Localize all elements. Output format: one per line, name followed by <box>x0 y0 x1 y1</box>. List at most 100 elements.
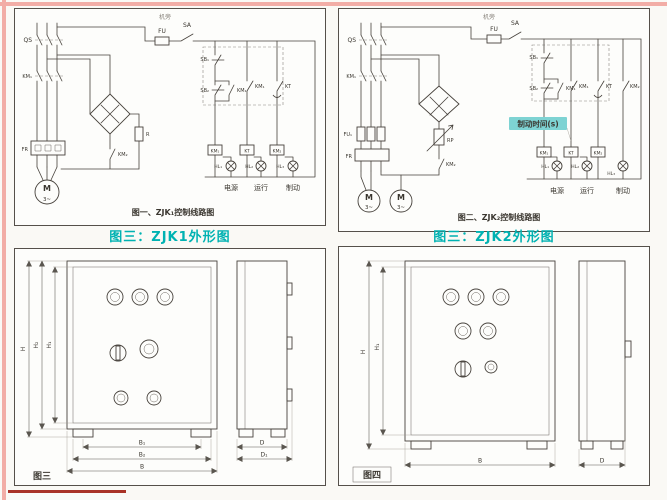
braking-time-highlight <box>509 117 572 142</box>
bridge-rectifier <box>370 54 460 176</box>
label-fr: FR <box>22 147 29 153</box>
braking-time-text: 制动时间(s) <box>517 119 558 129</box>
circuit1-caption: 图一、ZJK₁控制线路图 <box>132 207 214 217</box>
three-phase-supply <box>354 22 402 191</box>
page-top-pink-edge <box>0 2 667 6</box>
motor-symbols <box>357 189 413 213</box>
label-kt-contact: KT <box>285 84 292 90</box>
label-kt-contact: KT <box>606 84 613 90</box>
control-bus <box>380 26 642 180</box>
control-branch-kt <box>563 38 579 180</box>
motor-letter: M <box>43 184 51 193</box>
label-qs: QS <box>23 37 32 44</box>
lamp-word-run: 运行 <box>580 186 594 195</box>
label-r: R <box>146 132 150 138</box>
label-km2-main: KM₂ <box>118 152 128 158</box>
label-km1-aux-2: KM₁ <box>255 84 265 90</box>
lamp-word-run: 运行 <box>254 183 268 192</box>
depth-dimensions <box>236 401 293 462</box>
page-left-pink-edge <box>2 0 6 500</box>
caption-zjk2-outline: 图三：ZJK2外形图 <box>433 230 555 245</box>
height-dimensions <box>366 260 411 450</box>
height-dimensions <box>26 260 73 438</box>
caption-zjk1-outline: 图三：ZJK1外形图 <box>109 230 231 245</box>
dim-b1: B₁ <box>139 440 146 447</box>
cabinet-side-view <box>236 260 293 438</box>
coil-km1: KM₁ <box>540 151 549 157</box>
motor2-phase: 3~ <box>397 205 405 211</box>
cabinet-front-view <box>66 260 218 438</box>
dim-h: H <box>360 350 367 355</box>
lamp-word-brake: 制动 <box>286 183 300 192</box>
circuit2-top-note: 机旁 <box>483 13 495 21</box>
dim-d: D <box>600 458 605 465</box>
zjk2-outline-drawing: H H₁ B D 图四 <box>352 260 632 483</box>
label-sa: SA <box>183 22 192 29</box>
dim-b2: B₂ <box>139 452 146 459</box>
panel-zjk2-outline: H H₁ B D 图四 <box>338 246 650 486</box>
control-branch-kt <box>239 40 255 178</box>
width-dimensions <box>66 431 218 474</box>
label-sb2: SB₂ <box>200 88 209 94</box>
bridge-rectifier <box>46 54 144 170</box>
coil-km2: KM₂ <box>594 151 603 157</box>
dim-h1: H₁ <box>374 343 381 351</box>
label-fu: FU <box>158 28 166 35</box>
control-branch-km2 <box>269 40 285 178</box>
dim-h1: H₁ <box>46 341 53 349</box>
label-hl1: HL₁ <box>214 164 222 170</box>
figure3-label: 图三 <box>33 471 51 482</box>
label-rp: RP <box>447 138 454 144</box>
zjk1-outline-drawing: H H₂ H₁ B₁ B₂ B <box>20 260 293 482</box>
lamp-word-power: 电源 <box>550 186 564 195</box>
circuit1-top-note: 机旁 <box>159 13 171 21</box>
label-km1-aux: KM₁ <box>566 86 576 92</box>
dim-b: B <box>140 464 144 471</box>
cabinet-side-view <box>578 260 632 450</box>
label-km1-main: KM₁ <box>22 74 32 80</box>
cabinet-front-view <box>404 260 556 450</box>
label-qs: QS <box>347 37 356 44</box>
depth-dimensions <box>578 359 626 468</box>
lamp-word-brake: 制动 <box>616 186 630 195</box>
label-km1-main: KM₁ <box>346 74 356 80</box>
circuit2-caption: 图二、ZJK₂控制线路图 <box>458 212 540 222</box>
dim-b: B <box>478 458 482 465</box>
panel-zjk1-outline: H H₂ H₁ B₁ B₂ B <box>14 248 326 486</box>
label-hl3: HL₃ <box>607 171 615 177</box>
width-dimensions <box>404 443 556 468</box>
indicator-lamps <box>222 156 299 178</box>
control-branch-km2 <box>590 38 606 180</box>
dim-d: D <box>260 440 265 447</box>
motor1-letter: M <box>365 193 373 202</box>
label-km1-aux: KM₁ <box>237 88 247 94</box>
label-sb1: SB₁ <box>529 55 538 61</box>
coil-kt: KT <box>244 149 250 155</box>
zjk1-circuit-diagram: 机旁 QS KM₁ FR M 3~ <box>22 13 316 217</box>
dim-h2: H₂ <box>33 341 40 349</box>
panel-zjk2-circuit: 机旁 QS KM₁ FU₁ FR <box>338 8 650 232</box>
three-phase-supply <box>30 22 66 181</box>
label-hl3: HL₃ <box>276 164 284 170</box>
motor-phase: 3~ <box>43 197 51 203</box>
label-sb2: SB₂ <box>529 86 538 92</box>
motor1-phase: 3~ <box>365 205 373 211</box>
control-branch-km1 <box>207 40 235 178</box>
local-control-dashed-box <box>202 46 284 106</box>
coil-km2: KM₂ <box>273 149 282 155</box>
panel-zjk1-circuit: 机旁 QS KM₁ FR M 3~ <box>14 8 326 226</box>
label-hl2: HL₂ <box>245 164 253 170</box>
label-hl1: HL₁ <box>541 164 549 170</box>
figure4-label: 图四 <box>363 470 381 481</box>
dim-d1: D₁ <box>260 452 268 459</box>
motor-symbol <box>34 179 60 205</box>
label-sa: SA <box>511 20 520 27</box>
lamp-word-power: 电源 <box>224 183 238 192</box>
control-branch-lamp <box>617 38 630 180</box>
control-bus <box>56 26 316 178</box>
coil-kt: KT <box>568 151 574 157</box>
bottom-red-underline <box>8 490 126 493</box>
dim-h: H <box>20 347 27 352</box>
indicator-lamps <box>549 156 593 180</box>
